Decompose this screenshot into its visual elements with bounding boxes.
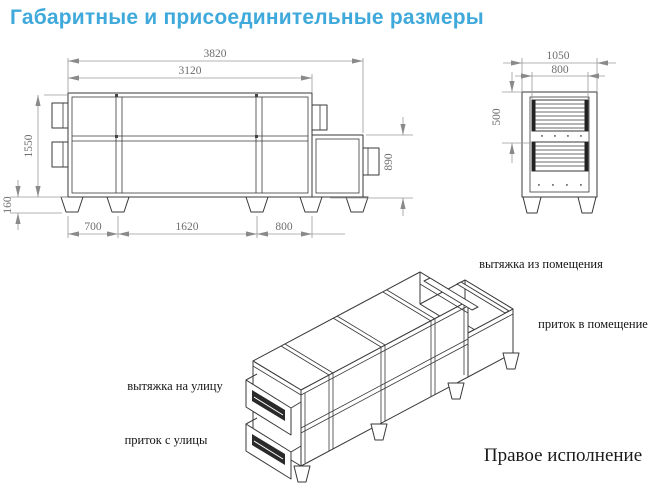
foot [577, 196, 597, 214]
foot [447, 382, 465, 400]
dim-label-160: 160 [2, 196, 14, 214]
dim-label-800-front: 800 [275, 221, 293, 233]
room-exhaust-flange [419, 277, 479, 314]
dim-label-1550: 1550 [23, 134, 35, 157]
dim-connection-width: 800 [515, 64, 605, 100]
page-title: Габаритные и присоединительные размеры [10, 6, 484, 29]
foot [502, 352, 520, 370]
label-exhaust-from-room: вытяжка из помещения [479, 257, 603, 271]
foot [60, 196, 84, 213]
left-upper-flange [51, 102, 69, 129]
extension-right-flange [362, 147, 380, 176]
dim-label-800-side: 800 [551, 64, 569, 76]
foot [522, 196, 542, 214]
front-view-drawing: 3820 3120 1550 [2, 48, 413, 238]
dim-height: 1550 [23, 94, 68, 197]
dim-connection-height: 500 [491, 72, 532, 163]
label-intake-from-outside: приток с улицы [125, 433, 208, 447]
dim-right-section-height: 890 [330, 117, 413, 216]
foot [106, 196, 130, 213]
outdoor-exhaust-connection [245, 373, 302, 436]
foot [299, 196, 323, 213]
dim-label-3820: 3820 [204, 48, 227, 60]
left-lower-flange [51, 141, 69, 168]
upper-grille [531, 99, 589, 132]
lower-grille [531, 141, 589, 172]
foot [345, 196, 369, 213]
screw-marks [538, 135, 582, 186]
foot [245, 196, 269, 213]
dim-label-700: 700 [84, 221, 102, 233]
dim-label-1050: 1050 [547, 50, 570, 62]
dim-label-3120: 3120 [179, 65, 202, 77]
unit-body-outline [67, 92, 313, 198]
unit-body-inner-frame [71, 96, 309, 194]
dim-label-500: 500 [491, 108, 503, 126]
right-upper-flange [311, 104, 328, 131]
dim-overall-length: 3820 [67, 48, 364, 133]
isometric-view-drawing: вытяжка из помещения приток в помещение … [125, 257, 648, 483]
caption-right-hand-version: Правое исполнение [484, 445, 642, 466]
dim-label-890: 890 [383, 153, 395, 171]
dim-base-height: 160 [2, 180, 68, 230]
dim-foot-spacing-chain: 700 1620 800 [67, 216, 345, 238]
frame-lines [252, 289, 514, 463]
label-exhaust-to-outside: вытяжка на улицу [127, 379, 223, 393]
dim-overall-width: 1050 [503, 50, 616, 92]
dim-label-1620: 1620 [176, 221, 199, 233]
dim-body-length: 3120 [68, 65, 313, 93]
outdoor-intake-connection [245, 417, 302, 480]
room-supply-flange [456, 281, 510, 314]
foot [370, 423, 388, 441]
right-extension-section [311, 134, 364, 198]
foot [293, 465, 311, 483]
side-view-drawing: 1050 800 500 [491, 50, 616, 214]
label-supply-to-room: приток в помещение [538, 317, 648, 331]
